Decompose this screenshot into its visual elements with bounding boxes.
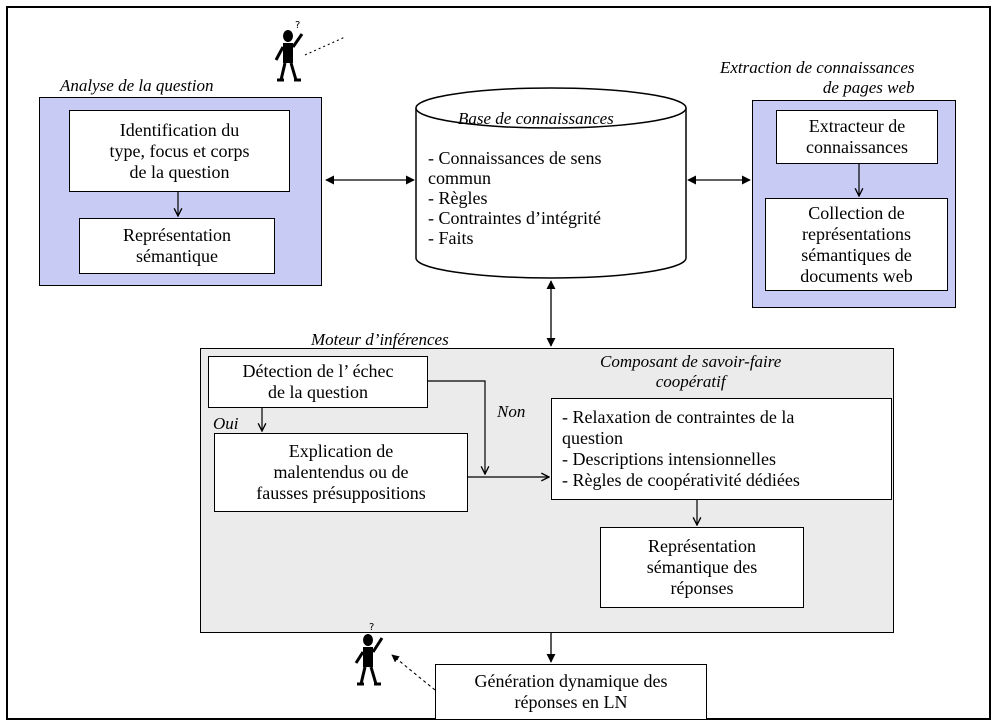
dotted-user-to-analyse <box>304 36 346 56</box>
reponses-box: Représentation sémantique des réponses <box>600 527 804 608</box>
svg-text:?: ? <box>295 20 300 31</box>
base-cylinder <box>415 87 687 279</box>
generation-box: Génération dynamique des réponses en LN <box>435 664 707 720</box>
label-non: Non <box>497 402 526 421</box>
identification-box: Identification du type, focus et corps d… <box>69 110 290 192</box>
extraction-title: Extraction de connaissances de pages web <box>720 58 915 97</box>
relaxation-box: - Relaxation de contraintes de la questi… <box>551 398 892 500</box>
explication-box: Explication de malentendus ou de fausses… <box>214 433 468 512</box>
representation-box: Représentation sémantique <box>79 218 275 274</box>
detection-box: Détection de l’ échec de la question <box>208 356 428 408</box>
collection-box: Collection de représentations sémantique… <box>765 198 948 291</box>
dotted-generation-to-user <box>391 654 436 691</box>
label-oui: Oui <box>213 414 239 433</box>
base-title: Base de connaissances <box>458 109 614 128</box>
composant-title: Composant de savoir-faire coopératif <box>600 352 782 391</box>
base-items: - Connaissances de sens commun - Règles … <box>428 148 602 248</box>
moteur-title: Moteur d’inférences <box>311 330 449 349</box>
person-question-icon: ? <box>274 20 304 82</box>
arrow-non <box>428 380 485 474</box>
extracteur-box: Extracteur de connaissances <box>776 110 938 164</box>
svg-text:?: ? <box>369 622 374 633</box>
analyse-title: Analyse de la question <box>60 76 214 95</box>
person-answer-icon: ? <box>354 622 384 686</box>
